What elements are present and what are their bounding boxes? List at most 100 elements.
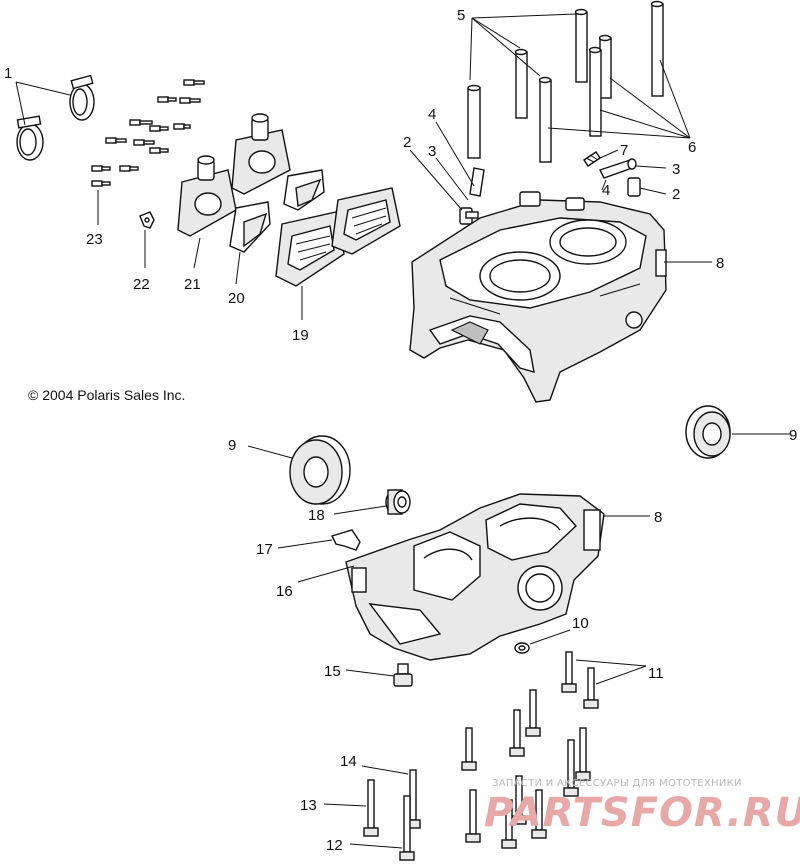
dowel-left: [469, 167, 485, 197]
intake-adapter-lower: [177, 155, 237, 237]
leader-14: [361, 765, 409, 775]
leader-16: [297, 565, 355, 583]
clip: [139, 211, 155, 229]
callout-17: 17: [256, 541, 273, 558]
o-ring: [514, 642, 530, 654]
screw: [149, 125, 169, 132]
bolt: [465, 789, 481, 843]
hose-clamp-upper: [69, 74, 95, 121]
callout-1: 1: [4, 65, 12, 82]
screw: [173, 123, 191, 130]
screw: [179, 97, 201, 104]
screw: [119, 165, 139, 172]
plunger: [599, 158, 637, 179]
leader-20: [235, 251, 241, 285]
callout-11: 11: [648, 665, 664, 682]
callout-14: 14: [340, 753, 357, 770]
screw: [157, 96, 177, 103]
bolt-long-12: [399, 795, 415, 861]
callout-7: 7: [620, 142, 628, 159]
stud: [588, 46, 602, 137]
stud: [467, 84, 481, 159]
bolt: [525, 689, 541, 737]
callout-16: 16: [276, 583, 293, 600]
leader-5: [469, 13, 577, 81]
callout-21: 21: [184, 276, 201, 293]
bolt: [563, 739, 579, 797]
callout-5: 5: [457, 7, 465, 24]
spring: [583, 151, 601, 167]
callout-15: 15: [324, 663, 341, 680]
stud: [514, 48, 528, 119]
callout-13: 13: [300, 797, 317, 814]
callout-4a: 4: [428, 106, 436, 123]
screw: [91, 180, 111, 187]
reed-stuffer-lower: [229, 201, 271, 253]
watermark-tagline: ЗАПАСТИ И АКСЕССУАРЫ ДЛЯ МОТОТЕХНИКИ: [492, 778, 742, 789]
callout-9b: 9: [789, 427, 797, 444]
reed-valve-lower: [275, 211, 345, 287]
callout-3b: 3: [672, 161, 680, 178]
leader-6: [547, 59, 691, 139]
fitting-left: [459, 207, 479, 225]
callout-19: 19: [292, 327, 309, 344]
screw: [133, 139, 155, 146]
callout-6: 6: [688, 139, 696, 156]
callout-18: 18: [308, 507, 325, 524]
hose-fitting: [331, 529, 361, 551]
bushing: [385, 489, 411, 515]
callout-8a: 8: [716, 255, 724, 272]
leader-10: [529, 629, 571, 645]
stud: [574, 8, 588, 83]
leader-18: [333, 505, 387, 515]
leader-9a: [247, 445, 293, 459]
leader-1: [15, 81, 71, 126]
callout-22: 22: [133, 276, 150, 293]
leaders-2-3-4-left: [409, 121, 475, 211]
intake-adapter-upper: [231, 113, 291, 195]
fitting-right: [627, 177, 641, 197]
screw: [129, 119, 153, 126]
copyright-notice: © 2004 Polaris Sales Inc.: [28, 387, 185, 403]
leader-12: [349, 843, 403, 849]
bolt: [561, 651, 577, 693]
bolt-group: [461, 651, 599, 849]
bolt: [583, 667, 599, 709]
callout-9a: 9: [228, 437, 236, 454]
leaders-right-fittings: [599, 149, 667, 195]
leader-17: [277, 539, 333, 549]
reed-stuffer-upper: [283, 169, 325, 211]
bolt-long-13: [363, 779, 379, 837]
screw: [91, 165, 111, 172]
callout-10: 10: [572, 615, 589, 632]
lower-crankcase: [345, 493, 605, 661]
upper-crankcase: [409, 191, 667, 403]
bolt: [575, 727, 591, 781]
leader-15: [345, 669, 395, 677]
leader-21: [193, 237, 201, 269]
bolt: [501, 799, 517, 849]
callout-3a: 3: [428, 143, 436, 160]
leader-13: [323, 803, 367, 807]
callout-20: 20: [228, 290, 245, 307]
seal-left: [289, 435, 351, 505]
drain-plug: [393, 663, 413, 687]
callout-2a: 2: [403, 134, 411, 151]
hose-clamp-lower: [16, 115, 44, 161]
callout-12: 12: [326, 837, 343, 854]
watermark-site: PARTSFOR.RU: [484, 790, 800, 836]
reed-valve-upper: [331, 187, 401, 255]
callout-4b: 4: [602, 182, 610, 199]
callout-8b: 8: [654, 509, 662, 526]
bolt: [509, 709, 525, 757]
bolt: [531, 789, 547, 839]
stud-group: [467, 0, 664, 163]
seal-right: [685, 405, 731, 459]
callout-2b: 2: [672, 186, 680, 203]
callout-23: 23: [86, 231, 103, 248]
stud: [538, 76, 552, 163]
screw: [183, 79, 205, 86]
screw: [105, 137, 127, 144]
screw: [149, 147, 169, 154]
